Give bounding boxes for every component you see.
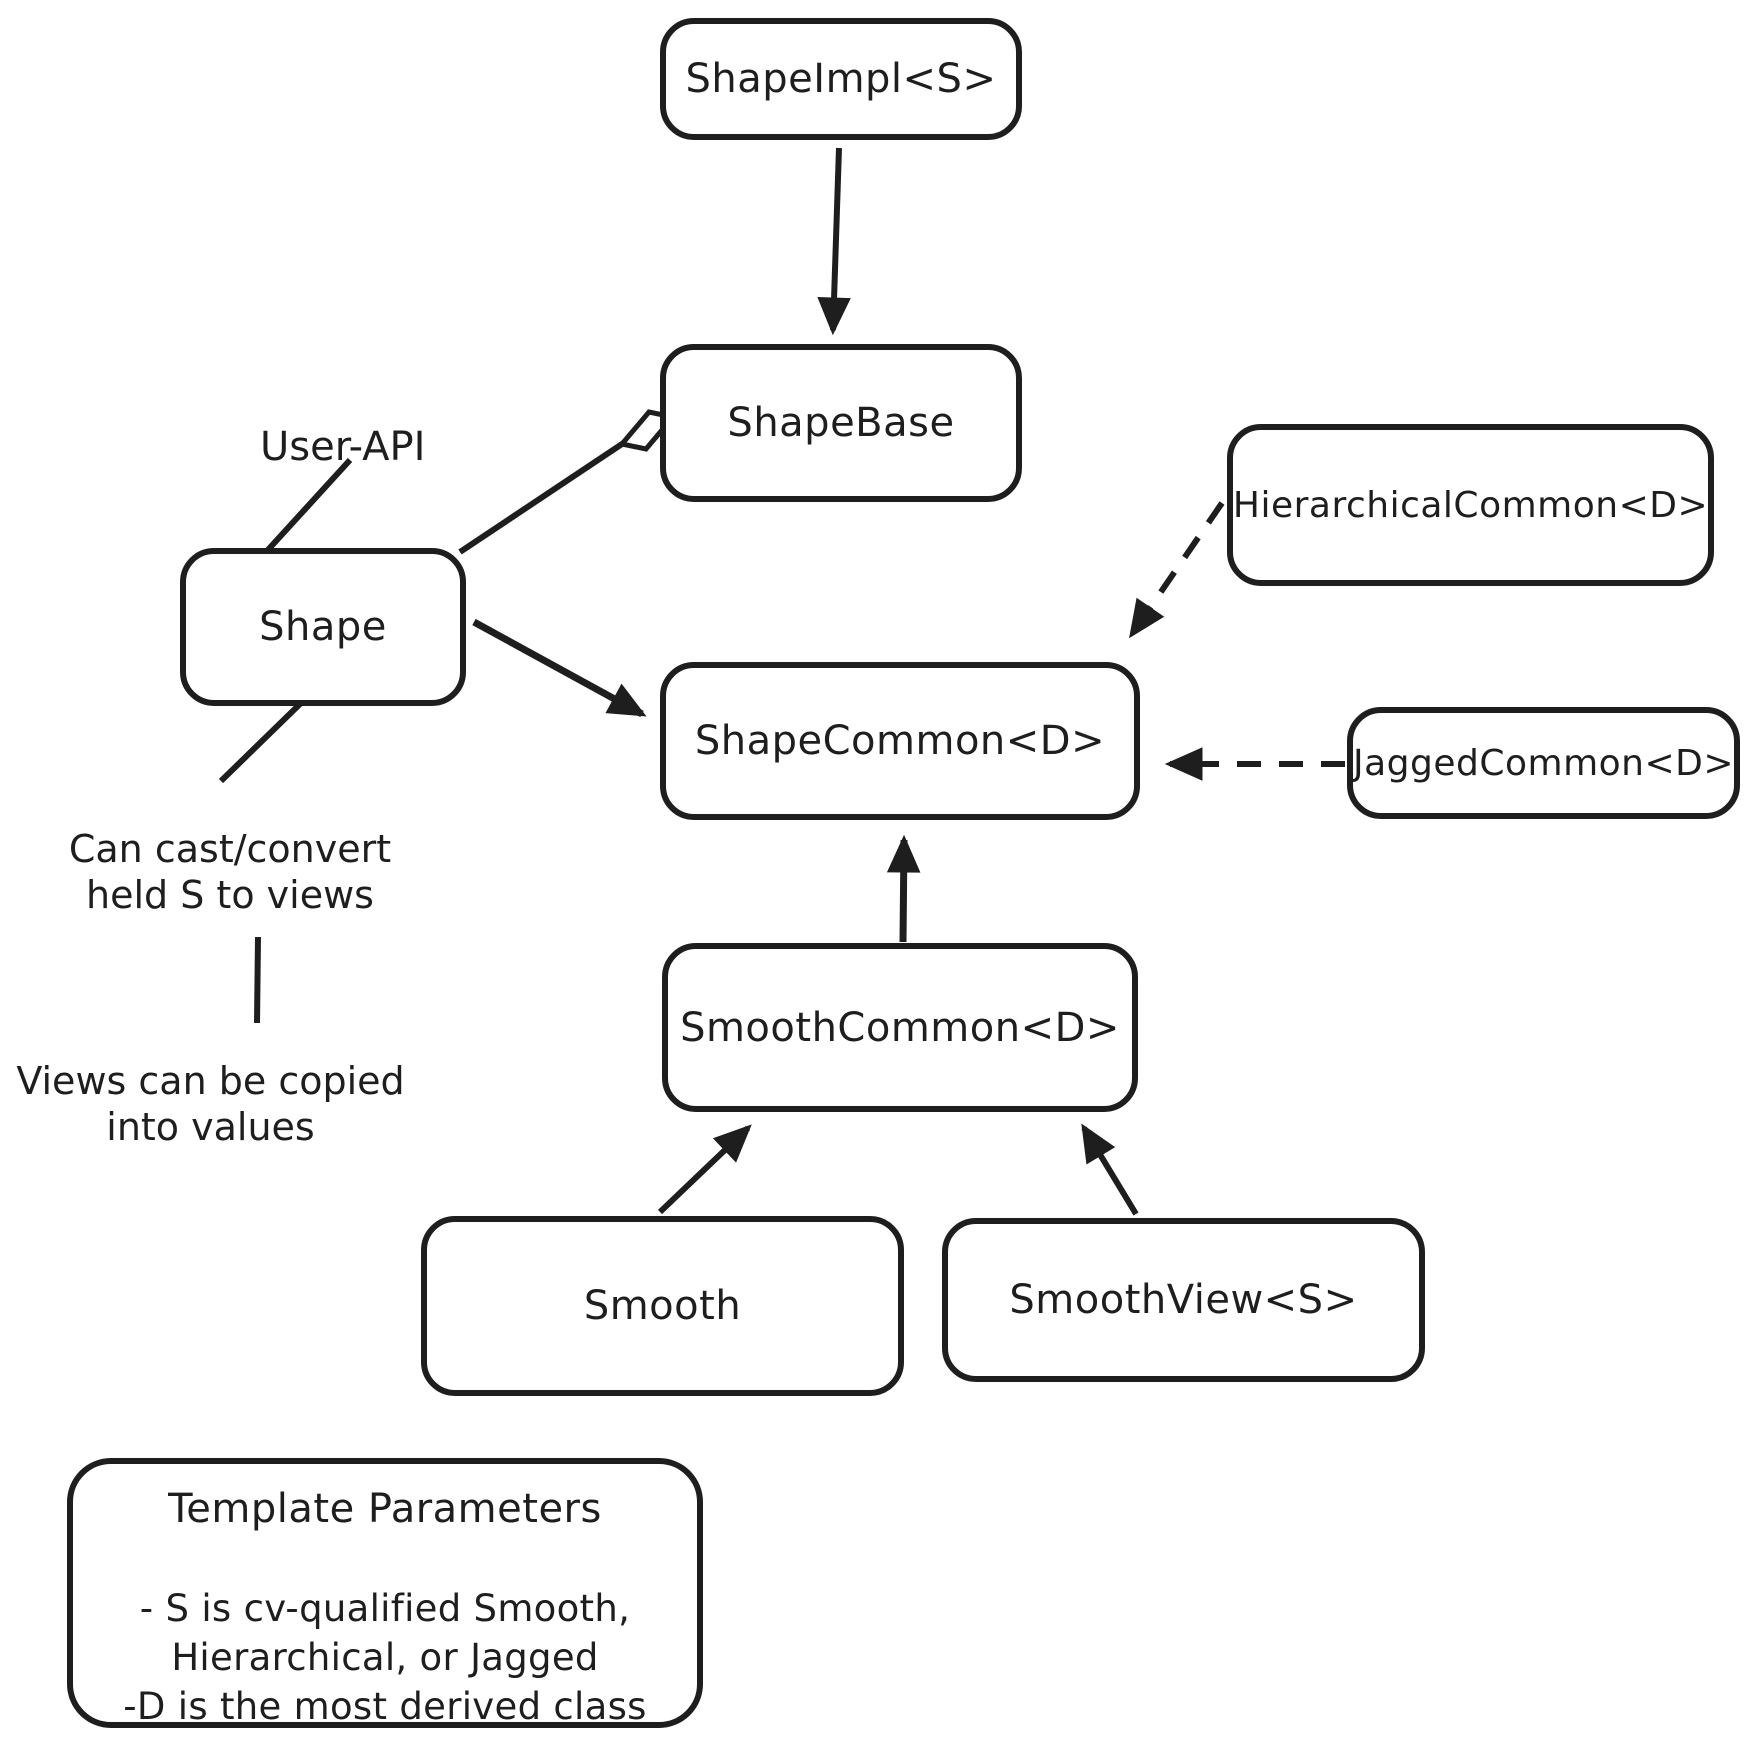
node-jaggedcommon[interactable]: JaggedCommon<D> (1347, 707, 1740, 819)
legend-template-parameters[interactable]: Template Parameters - S is cv-qualified … (67, 1458, 703, 1728)
annotation-cast-note[interactable]: Can cast/convert held S to views (30, 826, 430, 918)
node-shapebase[interactable]: ShapeBase (660, 344, 1022, 502)
annotation-cast-note-line1: Can cast/convert (68, 827, 392, 871)
edge-shape-to-cast-note (218, 701, 303, 784)
legend-line-1: - S is cv-qualified Smooth, (139, 1587, 631, 1630)
node-shape-label: Shape (259, 604, 387, 650)
node-hierarchicalcommon[interactable]: HierarchicalCommon<D> (1227, 424, 1714, 586)
annotation-views-note[interactable]: Views can be copied into values (8, 1058, 413, 1150)
legend-line-2: Hierarchical, or Jagged (171, 1636, 599, 1679)
node-shapebase-label: ShapeBase (727, 400, 955, 446)
node-shapecommon[interactable]: ShapeCommon<D> (660, 662, 1140, 820)
edge-shapeimpl-to-shapebase (817, 147, 851, 336)
edge-userapi-label-line (263, 457, 353, 555)
node-shapeimpl-label: ShapeImpl<S> (685, 56, 997, 102)
node-jaggedcommon-label: JaggedCommon<D> (1352, 742, 1735, 784)
node-smoothcommon[interactable]: SmoothCommon<D> (662, 943, 1138, 1112)
node-shapecommon-label: ShapeCommon<D> (694, 718, 1106, 764)
edge-hierarchicalcommon-to-shapecommon (1129, 501, 1225, 639)
node-smooth[interactable]: Smooth (421, 1216, 904, 1396)
edge-shape-to-shapebase (458, 439, 627, 555)
edge-shape-to-shapecommon (472, 618, 647, 718)
legend-body: - S is cv-qualified Smooth, Hierarchical… (73, 1584, 697, 1731)
legend-title: Template Parameters (168, 1486, 602, 1532)
edge-smoothview-to-smoothcommon (1081, 1123, 1139, 1216)
node-smoothview[interactable]: SmoothView<S> (942, 1218, 1425, 1382)
node-shape[interactable]: Shape (180, 548, 466, 706)
annotation-user-api[interactable]: User-API (260, 424, 426, 470)
edge-cast-note-to-views-note (254, 936, 261, 1024)
annotation-cast-note-line2: held S to views (86, 873, 374, 917)
node-shapeimpl[interactable]: ShapeImpl<S> (660, 18, 1022, 140)
node-smoothview-label: SmoothView<S> (1009, 1277, 1358, 1323)
node-hierarchicalcommon-label: HierarchicalCommon<D> (1232, 484, 1709, 526)
edge-smooth-to-smoothcommon (657, 1124, 752, 1215)
annotation-views-note-line1: Views can be copied (16, 1059, 405, 1103)
annotation-views-note-line2: into values (106, 1105, 315, 1149)
legend-line-3: -D is the most derived class (123, 1685, 647, 1728)
node-smooth-label: Smooth (583, 1283, 742, 1329)
edge-smoothcommon-to-shapecommon (886, 834, 921, 943)
node-smoothcommon-label: SmoothCommon<D> (680, 1004, 1120, 1051)
